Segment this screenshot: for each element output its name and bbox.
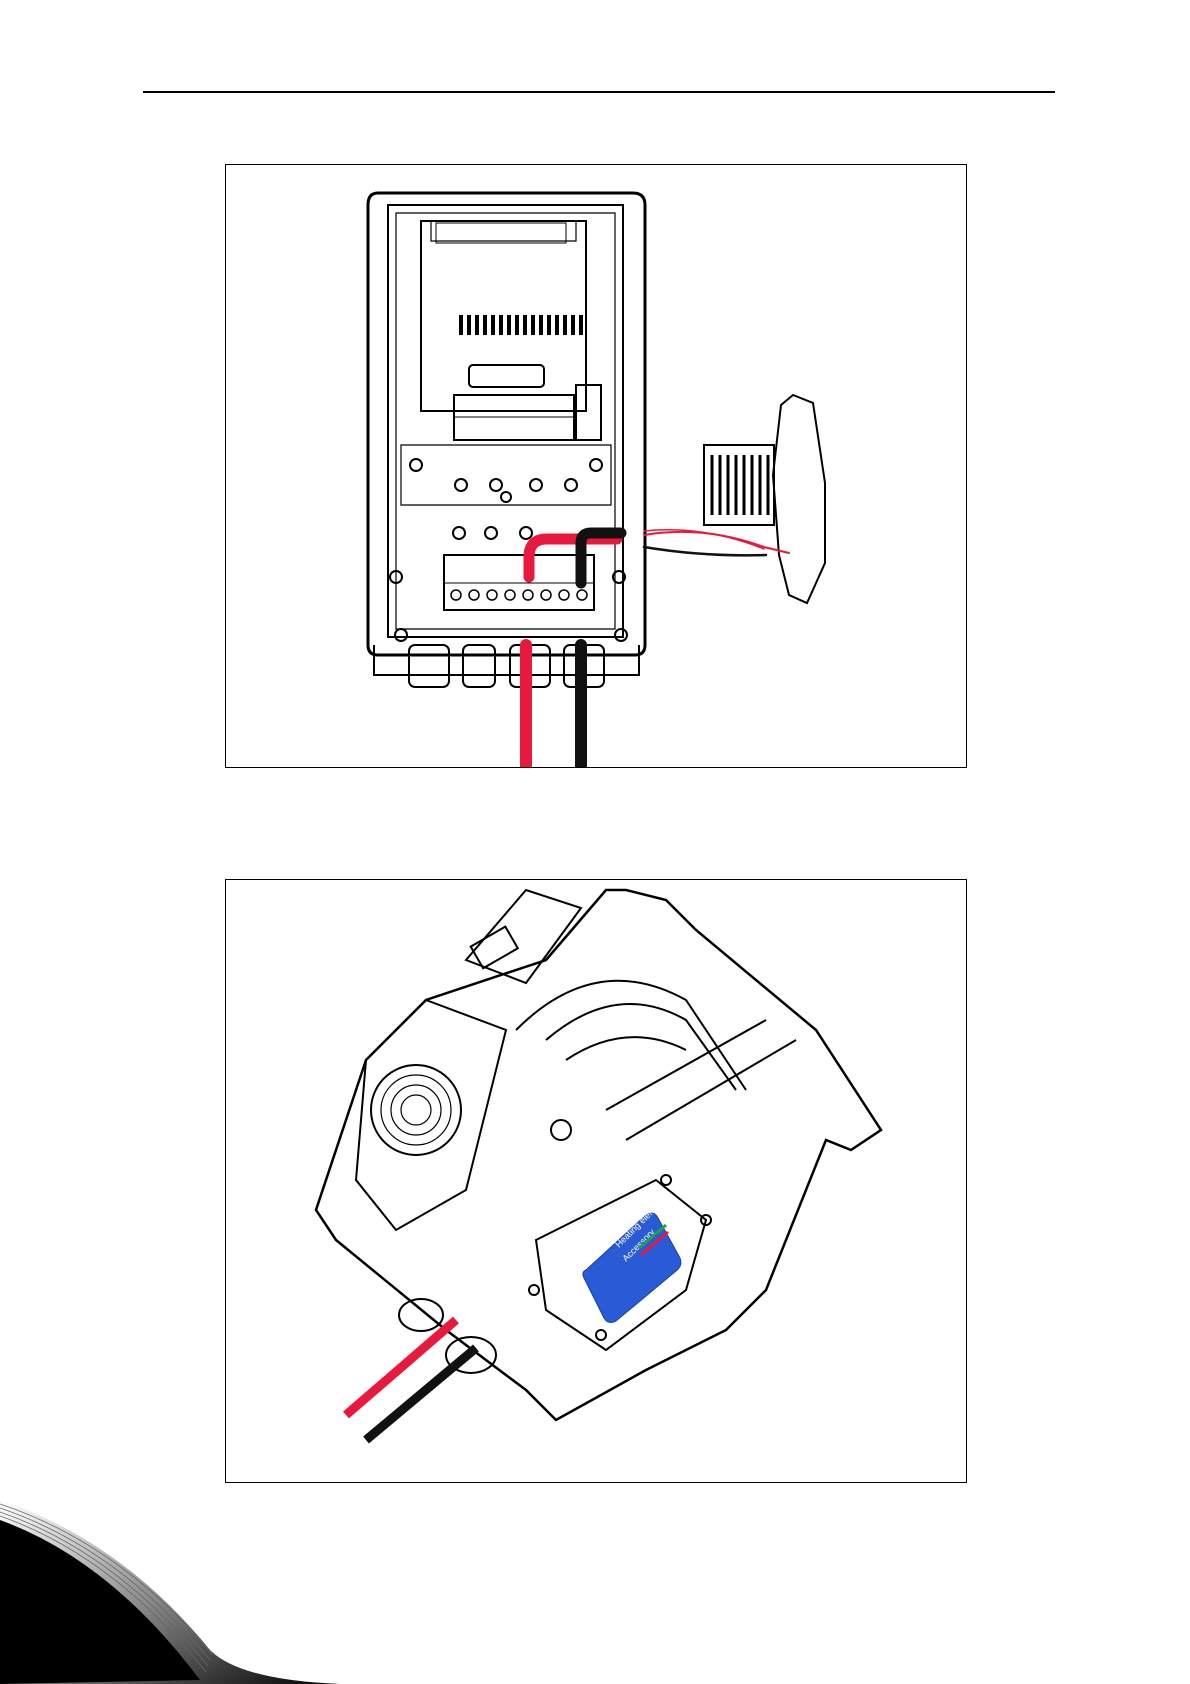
- assembled-drive-drawing: Heating element Accessory: [226, 880, 967, 1483]
- open-enclosure-drawing: [226, 165, 967, 768]
- figure-assembled-drive: Heating element Accessory: [225, 879, 967, 1483]
- header-rule: [143, 91, 1055, 93]
- heating-element-label: Heating element Accessory: [583, 1196, 681, 1323]
- figure-open-enclosure: [225, 164, 967, 768]
- footer-swoosh-graphic: [0, 1500, 340, 1684]
